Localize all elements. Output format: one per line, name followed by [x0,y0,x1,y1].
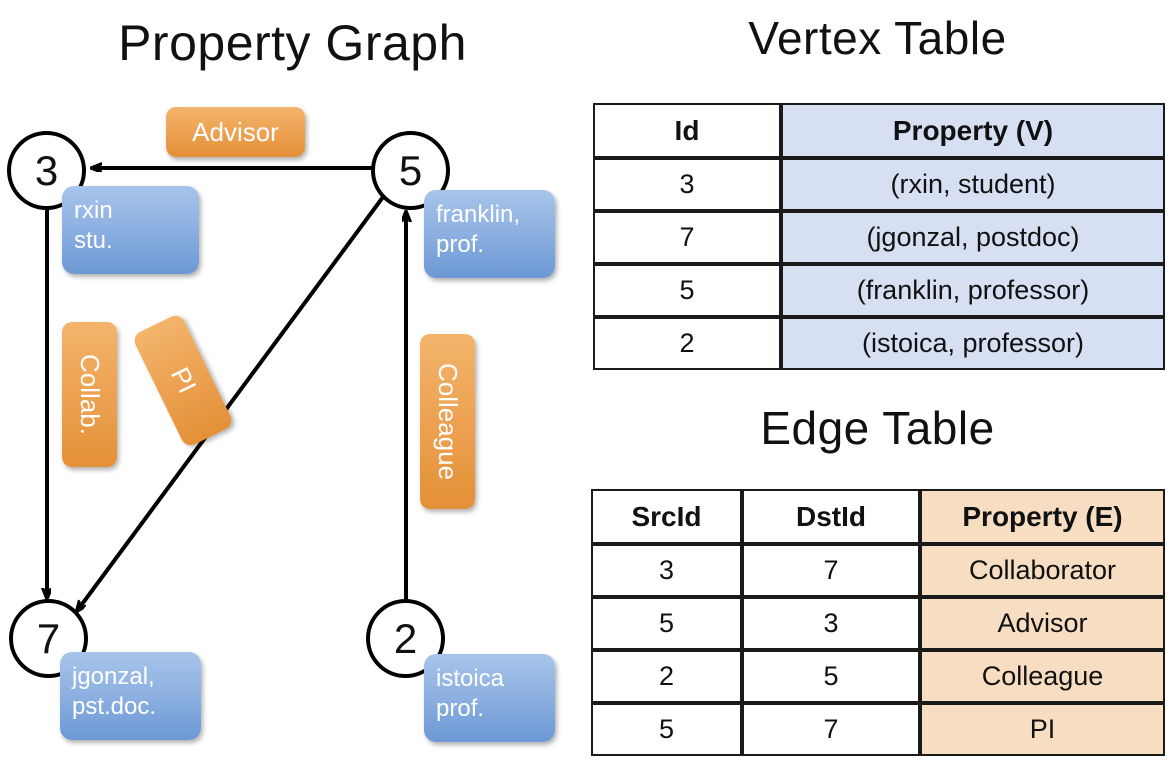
edge-table-header-row: SrcId DstId Property (E) [591,489,1165,544]
graph-node-2[interactable]: 2 [366,599,445,678]
property-graph-diagram: 3 5 7 2 rxin stu. franklin, prof. jgonza… [0,0,585,760]
edge-label-colleague[interactable]: Colleague [420,334,475,509]
edge-label-advisor[interactable]: Advisor [166,107,305,157]
edge-cell-property: Collaborator [920,544,1165,597]
table-row[interactable]: 3 7 Collaborator [591,544,1165,597]
vertex-cell-id: 7 [593,211,781,264]
edge-cell-srcid: 3 [591,544,742,597]
edge-label-colleague-text: Colleague [433,362,463,481]
vertex-table-header-id: Id [593,103,781,158]
vertex-cell-property: (jgonzal, postdoc) [781,211,1165,264]
vertex-cell-id: 3 [593,158,781,211]
edge-table-header-dstid: DstId [742,489,920,544]
edge-cell-srcid: 2 [591,650,742,703]
edge-cell-property: PI [920,703,1165,756]
vertex-cell-property: (rxin, student) [781,158,1165,211]
node-property-bubble-istoica[interactable]: istoica prof. [424,654,555,742]
table-row[interactable]: 2 (istoica, professor) [593,317,1165,370]
edge-cell-property: Colleague [920,650,1165,703]
edge-cell-dstid: 5 [742,650,920,703]
edge-label-pi-text: PI [164,362,203,398]
node-property-bubble-franklin[interactable]: franklin, prof. [424,190,555,278]
edge-cell-property: Advisor [920,597,1165,650]
table-row[interactable]: 7 (jgonzal, postdoc) [593,211,1165,264]
edge-cell-dstid: 7 [742,703,920,756]
edge-5-to-7 [77,195,385,611]
table-row[interactable]: 2 5 Colleague [591,650,1165,703]
graph-node-5-label: 5 [398,146,423,194]
vertex-cell-id: 5 [593,264,781,317]
graph-node-5[interactable]: 5 [371,131,450,210]
table-row[interactable]: 3 (rxin, student) [593,158,1165,211]
edge-table-header-srcid: SrcId [591,489,742,544]
vertex-table: Id Property (V) 3 (rxin, student) 7 (jgo… [593,103,1165,370]
vertex-table-header-row: Id Property (V) [593,103,1165,158]
edge-label-collab-text: Collab. [75,354,105,435]
node-property-bubble-rxin[interactable]: rxin stu. [62,186,199,274]
graph-edges-svg [0,0,585,760]
table-row[interactable]: 5 7 PI [591,703,1165,756]
edge-cell-srcid: 5 [591,703,742,756]
edge-label-advisor-text: Advisor [192,116,279,147]
edge-label-collab[interactable]: Collab. [62,322,117,467]
edge-cell-dstid: 7 [742,544,920,597]
table-row[interactable]: 5 3 Advisor [591,597,1165,650]
graph-node-3-label: 3 [34,146,59,194]
edge-cell-dstid: 3 [742,597,920,650]
page-title-edge-table: Edge Table [760,402,995,454]
page-title-property-graph: Property Graph [118,15,467,71]
edge-cell-srcid: 5 [591,597,742,650]
graph-node-7-label: 7 [36,614,61,662]
graph-node-2-label: 2 [393,614,418,662]
edge-table-header-property: Property (E) [920,489,1165,544]
edge-table: SrcId DstId Property (E) 3 7 Collaborato… [591,489,1165,756]
page-title-vertex-table: Vertex Table [748,12,1007,64]
vertex-cell-property: (franklin, professor) [781,264,1165,317]
node-property-bubble-jgonzal[interactable]: jgonzal, pst.doc. [60,652,201,740]
table-row[interactable]: 5 (franklin, professor) [593,264,1165,317]
vertex-cell-property: (istoica, professor) [781,317,1165,370]
vertex-cell-id: 2 [593,317,781,370]
vertex-table-header-property: Property (V) [781,103,1165,158]
